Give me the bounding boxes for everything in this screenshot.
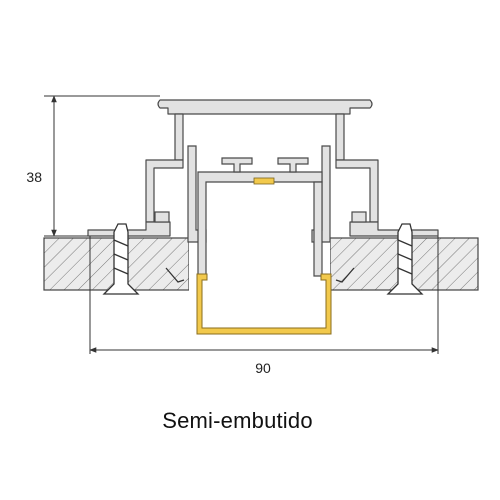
height-dimension-label: 38 bbox=[26, 169, 42, 185]
spring-clip-right bbox=[335, 267, 355, 283]
width-dimension bbox=[89, 236, 439, 354]
spring-clip-left bbox=[165, 267, 185, 283]
outer-aluminium-profile bbox=[87, 99, 439, 237]
diffuser-channel bbox=[196, 273, 332, 335]
screw-right bbox=[386, 223, 424, 295]
screw-left bbox=[102, 223, 140, 295]
ceiling-cutout bbox=[189, 236, 330, 296]
width-dimension-label: 90 bbox=[255, 360, 271, 376]
drawing-caption: Semi-embutido bbox=[162, 408, 313, 433]
led-strip bbox=[253, 177, 275, 185]
height-dimension bbox=[44, 95, 160, 237]
